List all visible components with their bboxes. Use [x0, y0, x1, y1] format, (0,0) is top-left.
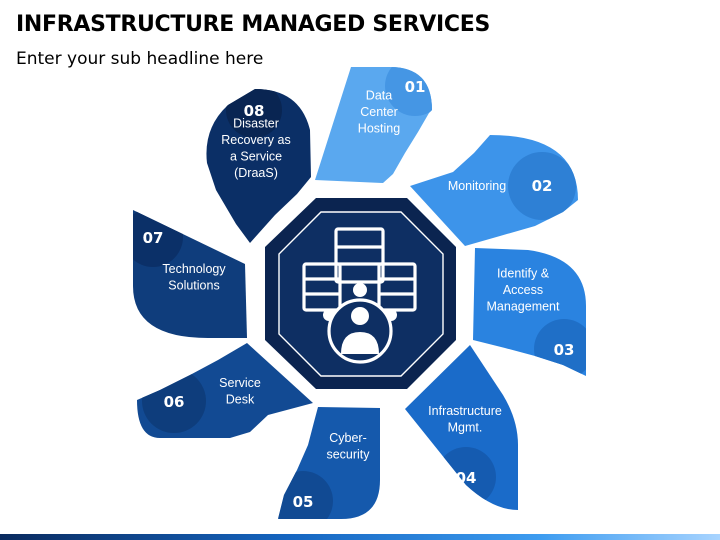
petal-label-line: a Service — [230, 149, 282, 163]
page-title: INFRASTRUCTURE MANAGED SERVICES — [16, 12, 491, 37]
petal-label-line: Disaster — [233, 116, 279, 130]
petal-number: 06 — [164, 393, 185, 411]
petal-label-line: Desk — [226, 392, 255, 406]
petal-label-line: Center — [360, 105, 398, 119]
petal-number-circle — [508, 152, 576, 220]
page-subtitle: Enter your sub headline here — [16, 49, 264, 69]
service-petal-02: 02 Monitoring — [410, 135, 578, 246]
bottom-accent-bar — [0, 534, 720, 540]
server-person-icon — [302, 227, 417, 364]
petal-number: 02 — [532, 177, 553, 195]
petal-label-line: Cyber- — [329, 431, 367, 445]
petal-number: 04 — [456, 469, 477, 487]
petal-label-line: Solutions — [168, 278, 219, 292]
petal-number: 01 — [405, 78, 426, 96]
petal-label-line: Management — [487, 300, 560, 314]
petal-label: Cyber-security — [326, 431, 370, 462]
petal-label-line: Data — [366, 89, 392, 103]
petal-label-line: Hosting — [358, 122, 400, 136]
petal-number: 08 — [244, 102, 265, 120]
petal-label-line: (DraaS) — [234, 166, 278, 180]
petal-label-line: Access — [503, 283, 543, 297]
petal-label-line: security — [326, 447, 370, 461]
petal-label-line: Identify & — [497, 267, 550, 281]
service-petal-05: 05 Cyber-security — [278, 407, 380, 519]
petal-label: Monitoring — [448, 179, 506, 193]
petal-label-line: Technology — [162, 262, 226, 276]
petal-label-line: Mgmt. — [448, 420, 483, 434]
petal-label-line: Monitoring — [448, 179, 506, 193]
petal-label-line: Infrastructure — [428, 404, 502, 418]
petal-label-line: Recovery as — [221, 133, 290, 147]
petal-label-line: Service — [219, 376, 261, 390]
petal-number: 03 — [554, 341, 575, 359]
petal-number: 05 — [293, 493, 314, 511]
petal-number: 07 — [143, 229, 164, 247]
